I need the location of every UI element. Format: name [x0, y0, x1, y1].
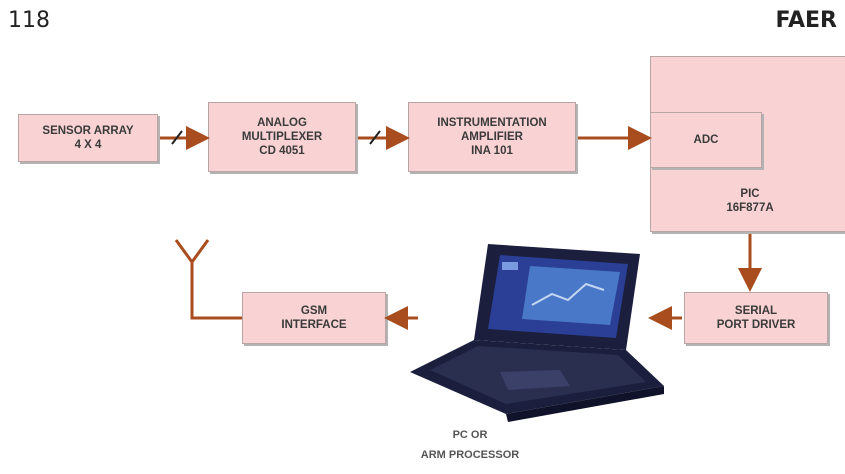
analog-mux-line-1: ANALOG	[257, 117, 307, 129]
sensor-array-block: SENSOR ARRAY 4 X 4	[18, 114, 158, 162]
serial-driver-line-1: SERIAL	[734, 305, 778, 317]
pc-label-line-2: ARM PROCESSOR	[421, 449, 519, 461]
antenna-icon	[174, 239, 210, 263]
gsm-antenna-line	[190, 262, 242, 320]
adc-block: ADC	[650, 112, 762, 168]
page-number: 118	[8, 8, 50, 33]
pic-label: PIC 16F877A	[650, 187, 845, 215]
analog-multiplexer-block: ANALOG MULTIPLEXER CD 4051	[208, 102, 356, 172]
gsm-line-2: INTERFACE	[281, 319, 347, 331]
gsm-interface-block: GSM INTERFACE	[242, 292, 386, 344]
serial-port-driver-block: SERIAL PORT DRIVER	[684, 292, 828, 344]
adc-label: ADC	[693, 134, 719, 146]
serial-driver-line-2: PORT DRIVER	[716, 319, 796, 331]
instrumentation-amplifier-block: INSTRUMENTATION AMPLIFIER INA 101	[408, 102, 576, 172]
pc-label-line-1: PC OR	[453, 429, 488, 441]
analog-mux-line-3: CD 4051	[259, 145, 305, 157]
inst-amp-line-1: INSTRUMENTATION	[437, 117, 547, 129]
sensor-array-line-1: SENSOR ARRAY	[42, 125, 134, 137]
gsm-line-1: GSM	[300, 305, 328, 317]
pic-line-1: PIC	[740, 188, 760, 200]
journal-name: FAER	[775, 8, 838, 33]
inst-amp-line-2: AMPLIFIER	[461, 131, 523, 143]
sensor-array-line-2: 4 X 4	[74, 139, 102, 151]
laptop-icon	[410, 244, 664, 422]
arrow-mux-to-amplifier	[358, 126, 410, 150]
analog-mux-line-2: MULTIPLEXER	[241, 131, 323, 143]
inst-amp-line-3: INA 101	[471, 145, 513, 157]
arrow-sensor-to-mux	[160, 126, 210, 150]
pic-line-2: 16F877A	[726, 202, 774, 214]
